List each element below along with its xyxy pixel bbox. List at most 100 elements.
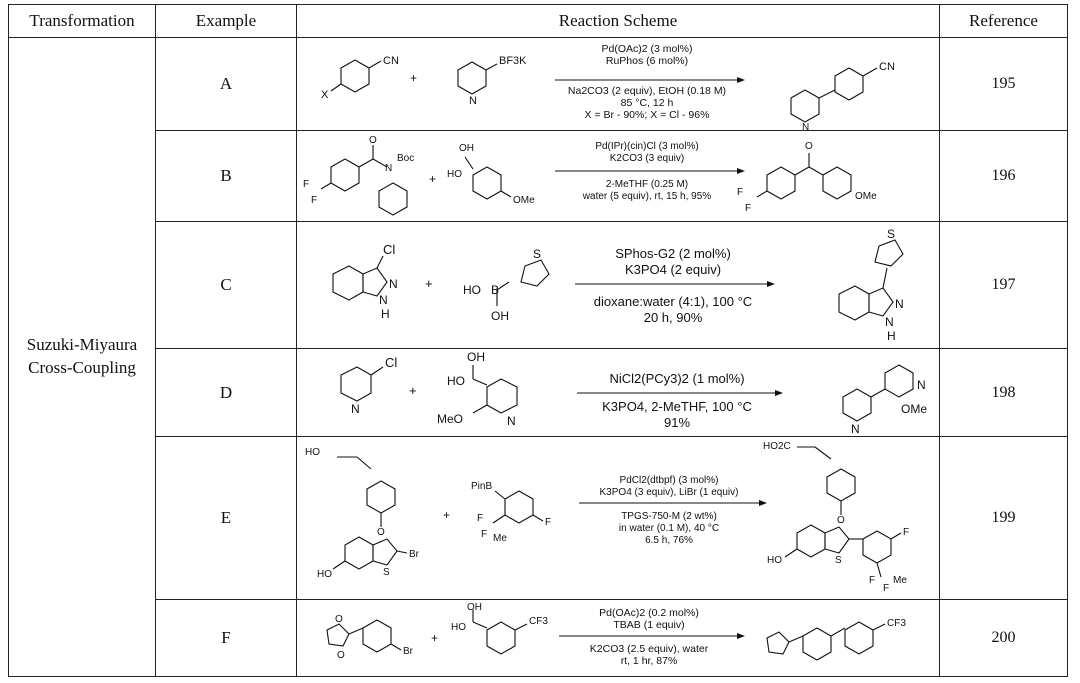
reaction-scheme-cell: Cl N N H + HO B OH S SPhos-G2 (2 mol%) K… xyxy=(296,221,940,349)
pyridine-n-label: N xyxy=(917,378,926,392)
reference-cell: 195 xyxy=(939,37,1068,131)
indazole-nh-label: N xyxy=(379,293,388,307)
reaction-scheme-cell: Cl N + OH HO MeO N NiCl2(PCy3)2 (1 mol%)… xyxy=(296,348,940,437)
pyridine-n-label: N xyxy=(851,422,860,436)
condition-line: RuPhos (6 mol%) xyxy=(606,55,688,67)
boronic-ho-label: HO xyxy=(447,374,465,388)
nitrile-label: CN xyxy=(383,55,399,67)
phenol-ho-label: HO xyxy=(767,555,782,566)
ether-o-label: O xyxy=(837,515,845,526)
chloro-label: Cl xyxy=(383,242,395,257)
condition-line: 6.5 h, 76% xyxy=(645,535,693,546)
transformation-line-2: Cross-Coupling xyxy=(28,358,136,377)
condition-line: in water (0.1 M), 40 °C xyxy=(619,523,719,534)
indazole-h-label: H xyxy=(887,329,896,343)
bromo-label: Br xyxy=(403,646,414,657)
reference-cell: 198 xyxy=(939,348,1068,437)
chloro-label: Cl xyxy=(385,355,397,370)
reaction-table: Transformation Example Reaction Scheme R… xyxy=(8,4,1068,677)
fluoro-label: F xyxy=(869,575,875,586)
condition-line: PdCl2(dtbpf) (3 mol%) xyxy=(620,475,719,486)
thiophene-s-label: S xyxy=(533,247,541,261)
methoxypyridyl-boronic-icon xyxy=(472,365,518,414)
plus-sign: + xyxy=(410,71,417,85)
amide-n-label: N xyxy=(385,163,392,174)
fluoro-label: F xyxy=(311,195,317,206)
reaction-scheme-e: HO O Br S HO + PinB F F Me F PdC xyxy=(305,441,909,594)
boronic-oh-label: OH xyxy=(467,602,482,613)
example-cell: F xyxy=(155,599,297,677)
condition-line: X = Br - 90%; X = Cl - 96% xyxy=(585,109,710,121)
product-n-label: N xyxy=(802,122,809,130)
aryl-pinboronate-icon xyxy=(492,490,544,524)
pyridine-n-label: N xyxy=(507,414,516,428)
product-label: S xyxy=(887,227,895,241)
reaction-scheme-f: O O Br + OH HO CF3 Pd(OAc)2 (0.2 mol%) T… xyxy=(326,602,906,667)
boronic-oh-label: OH xyxy=(467,350,485,364)
pyridine-n-label: N xyxy=(351,402,360,416)
borate-label: BF3K xyxy=(499,55,527,67)
plus-sign: + xyxy=(443,508,450,522)
example-cell: D xyxy=(155,348,297,437)
reaction-scheme-cell: CN X + BF3K N Pd(OAc)2 (3 mol%) RuPhos (… xyxy=(296,37,940,131)
condition-line: K2CO3 (3 equiv) xyxy=(610,153,684,164)
boron-label: B xyxy=(491,283,499,297)
pyridine-ring-icon xyxy=(457,61,498,95)
condition-line: Pd(IPr)(cin)Cl (3 mol%) xyxy=(595,141,698,152)
thiophene-s-label: S xyxy=(835,555,842,566)
plus-sign: + xyxy=(429,172,436,186)
chloropyridine-icon xyxy=(340,366,384,402)
plus-sign: + xyxy=(409,383,417,398)
dioxolane-o-label: O xyxy=(337,650,345,661)
fluoro-label: F xyxy=(303,179,309,190)
condition-line: Pd(OAc)2 (0.2 mol%) xyxy=(599,607,699,619)
fluoro-label: F xyxy=(477,513,483,524)
fluoro-label: F xyxy=(903,527,909,538)
reference-cell: 197 xyxy=(939,221,1068,349)
pinb-label: PinB xyxy=(471,481,492,492)
thienylboronic-acid-icon xyxy=(496,259,550,306)
condition-line: TBAB (1 equiv) xyxy=(613,619,684,631)
product-label: OMe xyxy=(855,191,877,202)
condition-line: 2-MeTHF (0.25 M) xyxy=(606,179,688,190)
ether-o-label: O xyxy=(377,527,385,538)
reaction-scheme-b: O N Boc F F + OH HO OMe Pd(IPr)(cin)Cl (… xyxy=(303,135,877,216)
arrow-head-icon xyxy=(737,77,745,83)
acrylic-acid-label: HO xyxy=(305,447,320,458)
biaryl-dioxolane-product-icon xyxy=(766,621,886,661)
header-reference: Reference xyxy=(939,4,1068,38)
plus-sign: + xyxy=(425,276,433,291)
bromo-label: Br xyxy=(409,549,420,560)
benzothiophene-product-icon xyxy=(784,446,902,578)
plus-sign: + xyxy=(431,631,438,645)
indazole-nh-label: N xyxy=(885,315,894,329)
condition-line: K3PO4 (2 equiv) xyxy=(625,262,721,277)
condition-line: NiCl2(PCy3)2 (1 mol%) xyxy=(609,371,744,386)
methoxy-label: MeO xyxy=(437,412,463,426)
condition-line: dioxane:water (4:1), 100 °C xyxy=(594,294,752,309)
amide-reactant-icon xyxy=(320,145,408,216)
indazole-h-label: H xyxy=(381,307,390,321)
methyl-label: Me xyxy=(493,533,507,544)
condition-line: K2CO3 (2.5 equiv), water xyxy=(590,643,709,655)
example-cell: A xyxy=(155,37,297,131)
arrow-head-icon xyxy=(737,168,745,174)
thiophene-s-label: S xyxy=(383,567,390,578)
phenol-ho-label: HO xyxy=(317,569,332,580)
example-cell: E xyxy=(155,436,297,600)
boronic-oh-label: OH xyxy=(491,309,509,323)
ketone-product-icon xyxy=(756,153,852,200)
example-cell: C xyxy=(155,221,297,349)
ketone-o-label: O xyxy=(805,141,813,152)
product-label: OMe xyxy=(901,402,927,416)
condition-line: water (5 equiv), rt, 15 h, 95% xyxy=(582,191,712,202)
chloroindazole-icon xyxy=(332,255,388,301)
halide-label: X xyxy=(321,89,329,101)
bipyridine-product-icon xyxy=(842,364,914,422)
condition-line: 85 °C, 12 h xyxy=(621,97,674,109)
dioxolane-o-label: O xyxy=(335,614,343,625)
condition-line: K3PO4, 2-MeTHF, 100 °C xyxy=(602,399,752,414)
condition-line: 20 h, 90% xyxy=(644,310,703,325)
arrow-head-icon xyxy=(767,281,775,287)
